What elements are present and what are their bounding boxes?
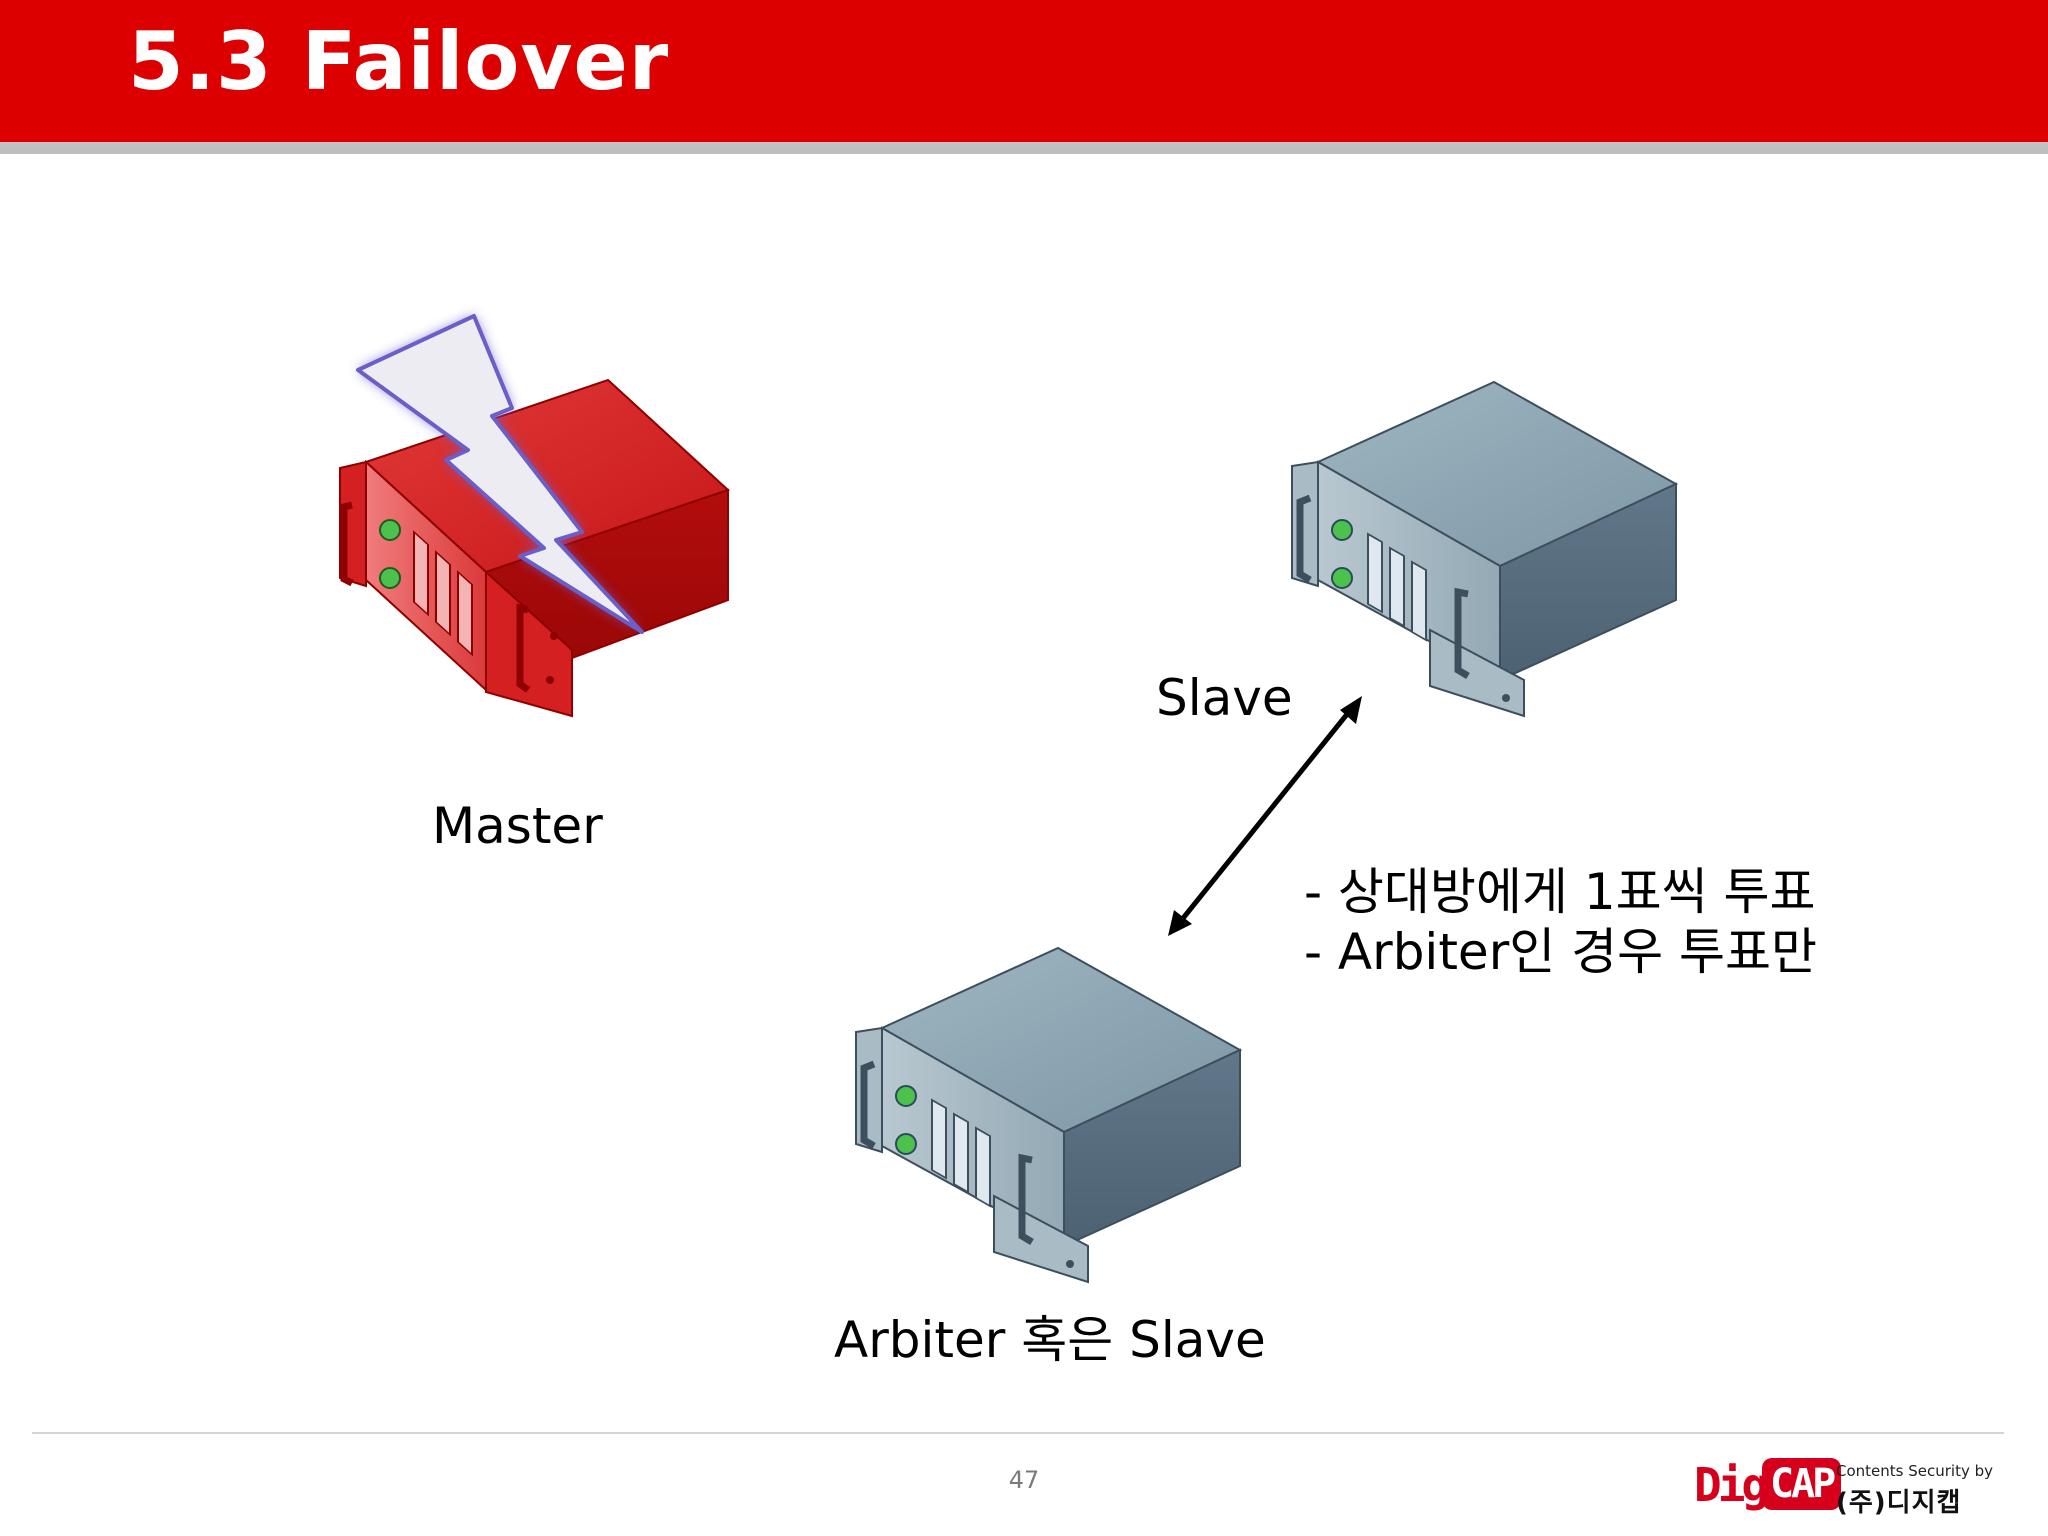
slave-label: Slave bbox=[1156, 669, 1293, 727]
vote-arrow bbox=[1168, 696, 1362, 936]
digicap-logo: Digi CAP Contents Security by (주)디지캡 bbox=[1674, 1452, 2014, 1522]
failure-lightning-icon bbox=[356, 314, 644, 634]
title-bar-shadow bbox=[0, 142, 2048, 154]
logo-tagline: Contents Security by bbox=[1836, 1462, 1994, 1480]
logo-brand-right: CAP bbox=[1762, 1458, 1842, 1510]
slave-server-icon bbox=[1291, 380, 1679, 718]
arbiter-label: Arbiter 혹은 Slave bbox=[834, 1311, 1266, 1369]
footer-divider bbox=[32, 1432, 2004, 1434]
master-server-icon bbox=[339, 378, 730, 718]
note-line-1: - 상대방에게 1표씩 투표 bbox=[1304, 863, 1816, 921]
note-line-2: - Arbiter인 경우 투표만 bbox=[1304, 923, 1818, 981]
master-label: Master bbox=[432, 797, 603, 855]
arbiter-server-icon bbox=[855, 946, 1243, 1284]
logo-company: (주)디지캡 bbox=[1836, 1488, 1962, 1518]
title-bar bbox=[0, 0, 2048, 142]
slide-title: 5.3 Failover bbox=[128, 15, 670, 108]
page-number: 47 bbox=[1008, 1466, 1040, 1494]
